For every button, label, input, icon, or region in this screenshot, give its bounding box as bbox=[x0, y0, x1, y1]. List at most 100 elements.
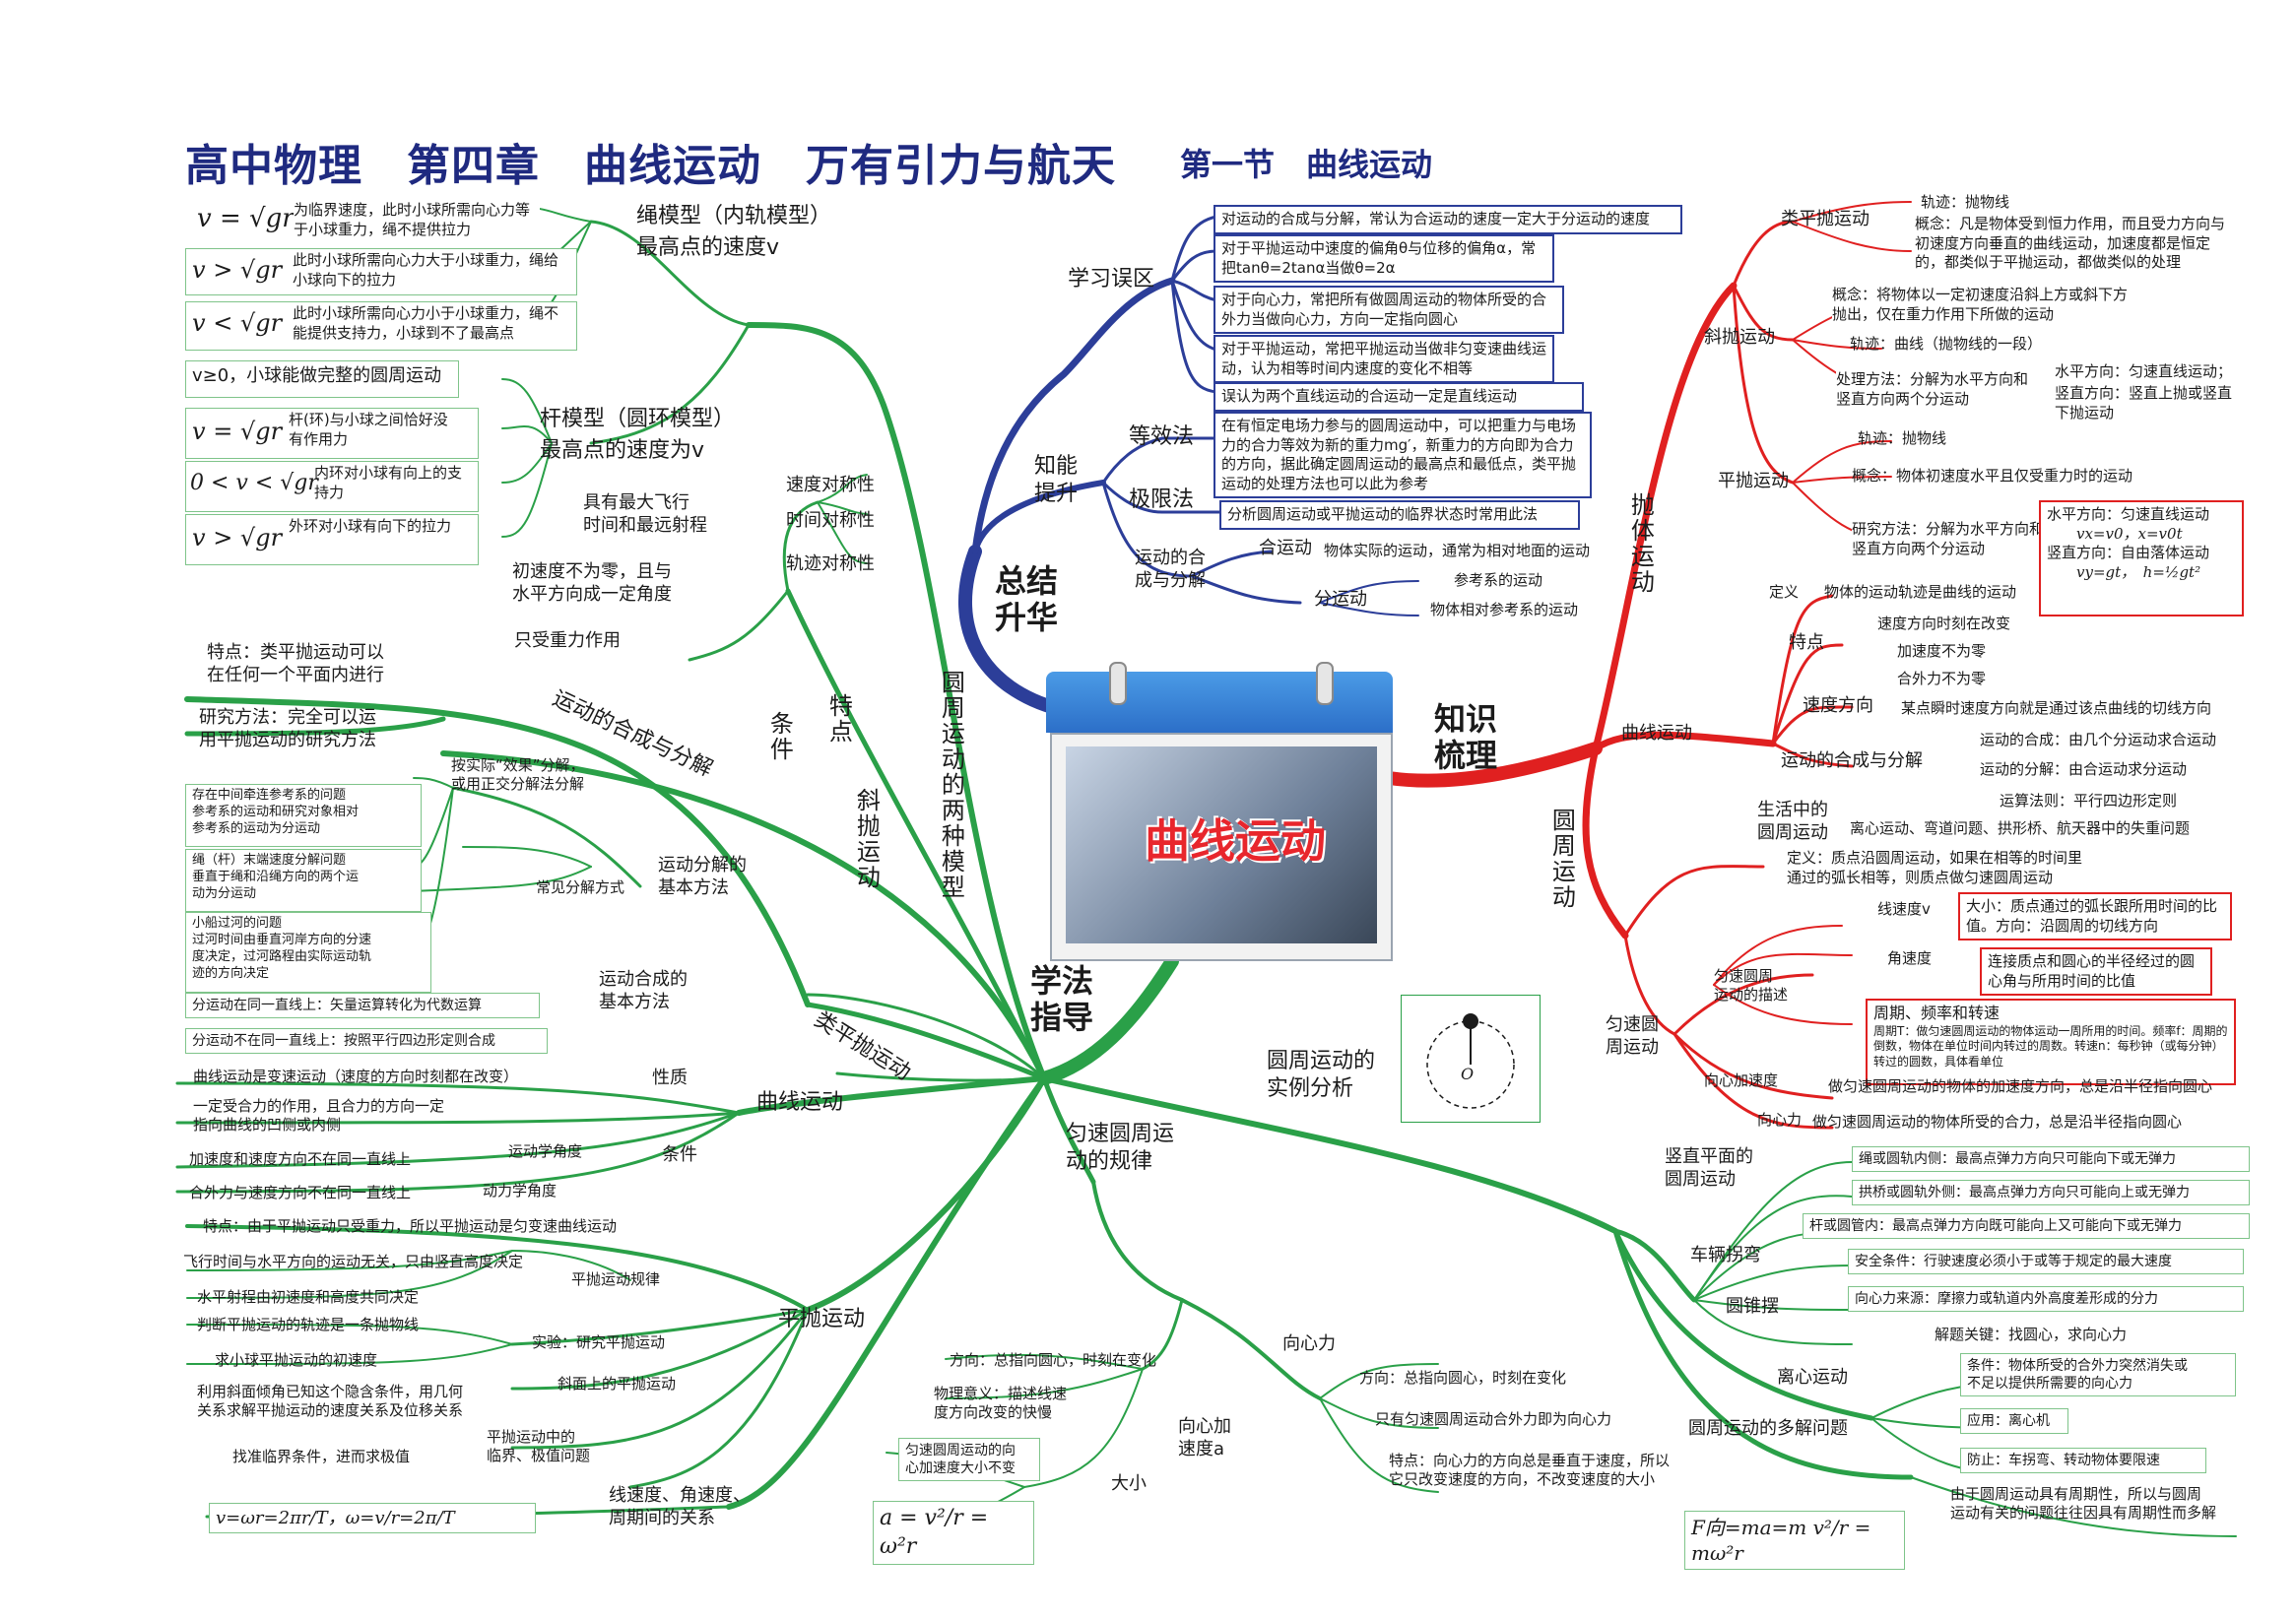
life-circular-label: 生活中的 圆周运动 bbox=[1757, 800, 1828, 843]
features-label: 特点 bbox=[1789, 632, 1824, 653]
center-label: 曲线运动 bbox=[1145, 814, 1326, 868]
rod-item-1: v≥0，小球能做完整的圆周运动 bbox=[185, 360, 459, 398]
horizontal-throw-method-label: 平抛运动 bbox=[778, 1307, 866, 1331]
rod-text-2: 杆(环)与小球之间恰好没有作用力 bbox=[289, 411, 448, 448]
common-item-2: 绳（杆）末端速度分解问题 垂直于绳和沿绳方向的两个运 动为分运动 bbox=[185, 849, 422, 912]
rope-eq-1: v = √gr bbox=[197, 204, 295, 233]
centripetal-force-equation: F向=ma=m v²/r = mω²r bbox=[1684, 1511, 1905, 1570]
oblique-method: 处理方法：分解为水平方向和竖直方向两个分运动 bbox=[1836, 370, 2029, 409]
oblique-horizontal: 水平方向：匀速直线运动； bbox=[2055, 362, 2233, 380]
dynamic-label: 动力学角度 bbox=[483, 1182, 558, 1200]
horizontal-throw-concept: 概念：物体初速度水平且仅受重力时的运动 bbox=[1852, 467, 2133, 485]
rod-eq-2: v = √gr bbox=[192, 418, 283, 445]
rod-box-3: 0 < v < √gr 内环对小球有向上的支持力 bbox=[185, 461, 479, 512]
oblique-feature-3: 轨迹对称性 bbox=[786, 553, 875, 574]
kinematic-text: 加速度和速度方向不在同一直线上 bbox=[189, 1150, 412, 1168]
relation-equation: v=ωr=2πr/T，ω=v/r=2π/T bbox=[209, 1503, 536, 1534]
compose-item-3: 运算法则：平行四边形定则 bbox=[2000, 792, 2178, 810]
vehicle-item-1: 安全条件：行驶速度必须小于或等于规定的最大速度 bbox=[1848, 1249, 2244, 1275]
centripetal-acc-meaning: 物理意义：描述线速 度方向改变的快慢 bbox=[934, 1385, 1068, 1421]
horizontal-throw-method: 研究方法：分解为水平方向和竖直方向两个分运动 bbox=[1852, 520, 2045, 558]
period-frequency-box: 周期、频率和转速 周期T：做匀速圆周运动的物体运动一周所用的时间。频率f：周期的… bbox=[1866, 999, 2236, 1085]
projectile-like-feature: 特点：类平抛运动可以 在任何一个平面内进行 bbox=[207, 642, 384, 685]
vehicle-turn-label: 车辆拐弯 bbox=[1690, 1245, 1761, 1265]
rod-text-4: 外环对小球有向下的拉力 bbox=[289, 517, 452, 535]
cone-pendulum-label: 圆锥摆 bbox=[1726, 1296, 1779, 1317]
formula-horizontal-eq: vx=v0，x=v0t bbox=[2076, 524, 2183, 543]
kinematic-label: 运动学角度 bbox=[508, 1142, 583, 1160]
rod-box-2: v = √gr 杆(环)与小球之间恰好没有作用力 bbox=[185, 408, 479, 459]
ht-exp-2: 求小球平抛运动的初速度 bbox=[215, 1351, 378, 1369]
ht-feature: 特点：由于平抛运动只受重力，所以平抛运动是匀变速曲线运动 bbox=[203, 1217, 618, 1235]
multi-solution-label: 圆周运动的多解问题 bbox=[1688, 1418, 1848, 1439]
equivalent-method-label: 等效法 bbox=[1129, 424, 1195, 449]
centripetal-force-direction: 方向：总指向圆心，时刻在变化 bbox=[1359, 1369, 1567, 1387]
common-item-3: 小船过河的问题 过河时间由垂直河岸方向的分速 度决定，过河路程由实际运动轨 迹的… bbox=[185, 912, 431, 993]
dynamic-text: 合外力与速度方向不在同一直线上 bbox=[189, 1184, 412, 1201]
centripetal-acc-size-label: 大小 bbox=[1111, 1473, 1147, 1494]
common-decompose-label: 常见分解方式 bbox=[536, 878, 625, 896]
oblique-condition-1: 具有最大飞行 时间和最远射程 bbox=[583, 492, 707, 536]
angular-speed-label: 角速度 bbox=[1887, 949, 1933, 967]
rod-eq-4: v > √gr bbox=[192, 524, 283, 551]
definition-label: 定义 bbox=[1769, 583, 1800, 601]
calendar-header bbox=[1046, 672, 1393, 733]
learning-error-5: 误认为两个直线运动的合运动一定是直线运动 bbox=[1214, 382, 1584, 412]
calendar-ring-icon bbox=[1109, 662, 1127, 705]
ht-critical-text: 找准临界条件，进而求极值 bbox=[232, 1448, 411, 1465]
projectile-like-label: 类平抛运动 bbox=[1781, 209, 1870, 229]
oblique-trajectory: 轨迹：曲线（抛物线的一段） bbox=[1850, 335, 2043, 353]
projectile-like-trajectory: 轨迹：抛物线 bbox=[1921, 193, 2010, 211]
basic-item-2: 分运动不在同一直线上：按照平行四边形定则合成 bbox=[185, 1028, 548, 1055]
centrifugal-label: 离心运动 bbox=[1777, 1367, 1848, 1388]
ht-law-1: 飞行时间与水平方向的运动无关，只由竖直高度决定 bbox=[183, 1253, 524, 1270]
feature-3: 合外力不为零 bbox=[1897, 670, 1987, 687]
oblique-condition-label: 条件 bbox=[765, 711, 794, 762]
component-motion-label: 分运动 bbox=[1314, 589, 1367, 610]
rod-eq-3: 0 < v < √gr bbox=[190, 471, 318, 495]
centripetal-acc-knowledge-text: 做匀速圆周运动的物体的加速度方向，总是沿半径指向圆心 bbox=[1828, 1077, 2213, 1095]
angular-speed-text: 连接质点和圆心的半径经过的圆心角与所用时间的比值 bbox=[1980, 947, 2212, 996]
center-calendar: 曲线运动 bbox=[1046, 662, 1393, 961]
oblique-feature-label: 特点 bbox=[824, 693, 853, 745]
clock-center-label: O bbox=[1461, 1065, 1475, 1083]
centripetal-force-knowledge-label: 向心力 bbox=[1757, 1111, 1803, 1129]
oblique-vertical: 竖直方向：竖直上抛或竖直下抛运动 bbox=[2055, 384, 2233, 422]
definition-text: 物体的运动轨迹是曲线的运动 bbox=[1824, 583, 2017, 601]
centrifugal-item-3: 防止：车拐弯、转动物体要限速 bbox=[1960, 1448, 2206, 1474]
ht-slope-text: 利用斜面倾角已知这个隐含条件，用几何 关系求解平抛运动的速度关系及位移关系 bbox=[197, 1383, 464, 1419]
compose-knowledge-label: 运动的合成与分解 bbox=[1781, 750, 1923, 771]
component-item-2: 物体相对参考系的运动 bbox=[1430, 601, 1579, 618]
learning-error-1: 对运动的合成与分解，常认为合运动的速度一定大于分运动的速度 bbox=[1214, 205, 1682, 234]
limit-method-label: 极限法 bbox=[1129, 487, 1195, 512]
uniform-circular-label: 匀速圆 周运动 bbox=[1606, 1014, 1659, 1058]
projectile-like-concept: 概念：凡是物体受到恒力作用，而且受力方向与初速度方向垂直的曲线运动，加速度都是恒… bbox=[1915, 215, 2238, 273]
main-branch-knowledge: 知识 梳理 bbox=[1434, 700, 1498, 774]
rod-model-label: 杆模型（圆环模型） 最高点的速度为v bbox=[540, 407, 736, 463]
circular-motion-label: 圆周运动 bbox=[1547, 808, 1576, 910]
velocity-direction-text: 某点瞬时速度方向就是通过该点曲线的切线方向 bbox=[1901, 699, 2212, 717]
oblique-feature-2: 时间对称性 bbox=[786, 510, 875, 531]
linear-speed-label: 线速度v bbox=[1877, 900, 1931, 918]
decompose-method-label: 运动分解的 基本方法 bbox=[658, 855, 747, 898]
rope-text-3: 此时小球所需向心力小于小球重力，绳不能提供支持力，小球到不了最高点 bbox=[293, 304, 559, 342]
horizontal-throw-trajectory: 轨迹：抛物线 bbox=[1858, 429, 1947, 447]
centripetal-acc-equation: a = v²/r = ω²r bbox=[873, 1501, 1034, 1566]
basic-item-1: 分运动在同一直线上：矢量运算转化为代数运算 bbox=[185, 993, 540, 1019]
learning-error-3: 对于向心力，常把所有做圆周运动的物体所受的合外力当做向心力，方向一定指向圆心 bbox=[1214, 286, 1564, 334]
uniform-law-label: 匀速圆周运 动的规律 bbox=[1066, 1122, 1175, 1174]
centripetal-force-knowledge-text: 做匀速圆周运动的物体所受的合力，总是沿半径指向圆心 bbox=[1812, 1113, 2183, 1131]
ht-critical-label: 平抛运动中的 临界、极值问题 bbox=[487, 1428, 591, 1464]
oblique-method-label: 斜抛运动 bbox=[852, 788, 881, 890]
formula-vertical: 竖直方向：自由落体运动 bbox=[2047, 544, 2210, 561]
vertical-item-3: 杆或圆管内：最高点弹力方向既可能向上又可能向下或无弹力 bbox=[1803, 1213, 2250, 1240]
oblique-label: 斜抛运动 bbox=[1704, 327, 1775, 348]
rod-text-3: 内环对小球有向上的支持力 bbox=[314, 464, 463, 501]
main-branch-method: 学法 指导 bbox=[1030, 962, 1094, 1036]
feature-1: 速度方向时刻在改变 bbox=[1877, 615, 2011, 632]
rope-text-2: 此时小球所需向心力大于小球重力，绳给小球向下的拉力 bbox=[293, 251, 559, 289]
nature-text: 曲线运动是变速运动（速度的方向时刻都在改变） bbox=[193, 1068, 519, 1085]
curvilinear-label: 曲线运动 bbox=[1621, 723, 1692, 744]
examples-label: 圆周运动的 实例分析 bbox=[1267, 1049, 1376, 1101]
life-circular-text: 离心运动、弯道问题、拱形桥、航天器中的失重问题 bbox=[1850, 819, 2191, 837]
